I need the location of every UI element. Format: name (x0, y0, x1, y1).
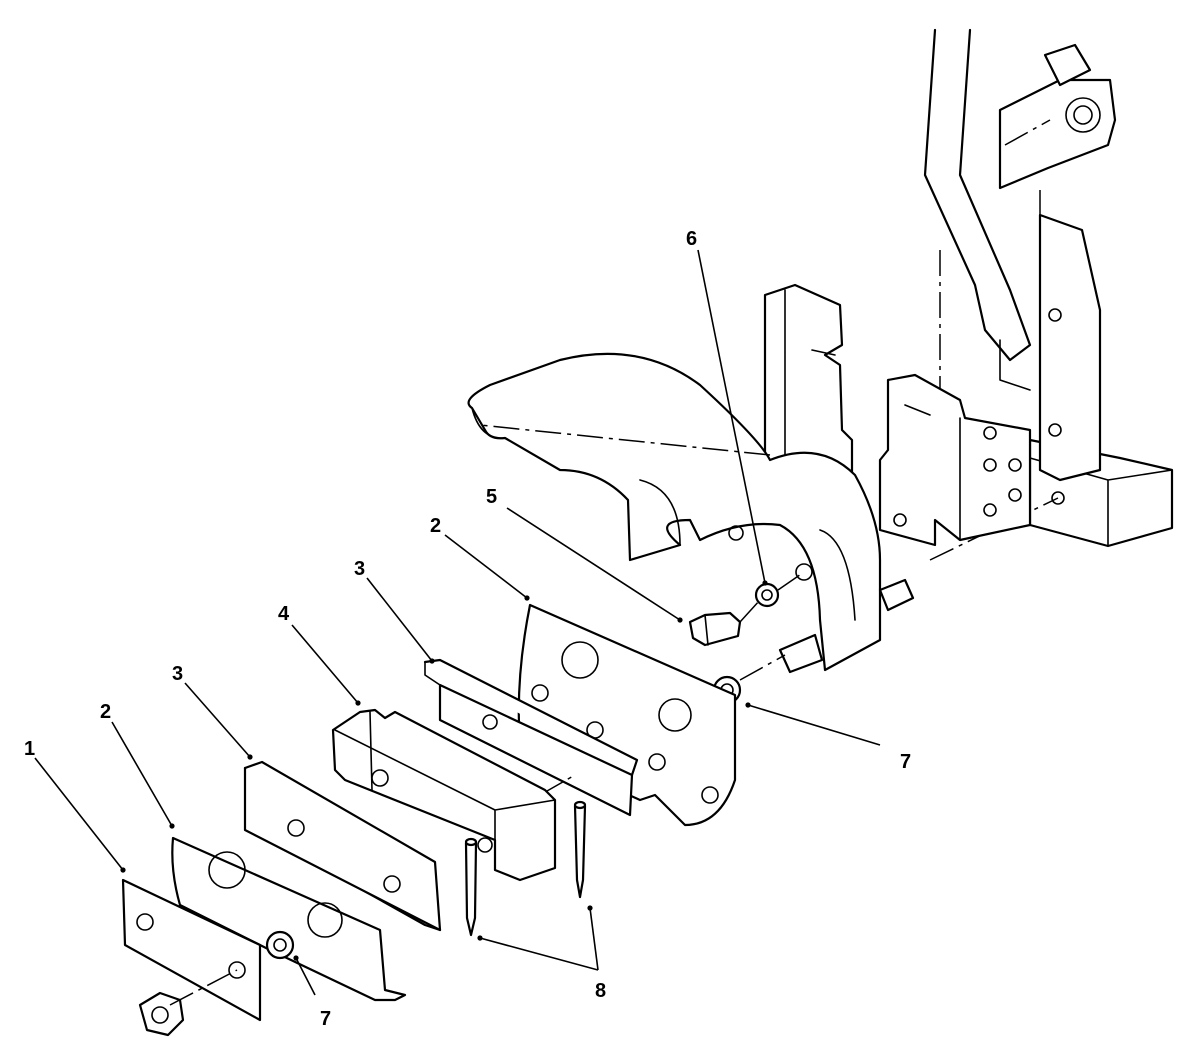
side-plate-front (171, 836, 407, 1002)
curved-jaw (467, 352, 915, 674)
mounting-frame (923, 28, 1174, 561)
callout-3-front: 3 (172, 663, 183, 685)
hinge-brackets (763, 283, 1032, 547)
callout-2-front: 2 (100, 701, 111, 723)
callout-2-rear: 2 (430, 515, 441, 537)
leader-lines (34, 249, 881, 996)
callout-7-lower: 7 (320, 1008, 331, 1030)
pins (464, 800, 587, 937)
side-plate-rear (517, 603, 737, 827)
outer-plate (121, 878, 262, 1022)
callout-6: 6 (686, 228, 697, 250)
nut (138, 969, 238, 1037)
liner-front (243, 760, 442, 932)
spacer-block (331, 708, 557, 882)
bolt-and-washer (688, 571, 805, 647)
callout-5: 5 (486, 486, 497, 508)
lock-washer-lower-7 (265, 930, 295, 960)
callout-7-upper: 7 (900, 751, 911, 773)
callout-1: 1 (24, 738, 35, 760)
callout-8: 8 (595, 980, 606, 1002)
callout-3-rear: 3 (354, 558, 365, 580)
callout-4: 4 (278, 603, 290, 625)
